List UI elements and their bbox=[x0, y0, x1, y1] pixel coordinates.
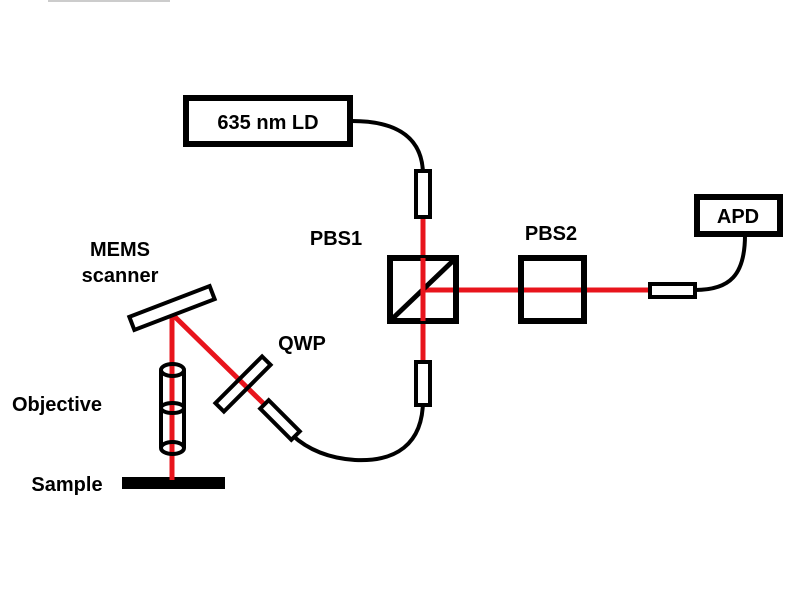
mems-mirror bbox=[126, 283, 218, 333]
pbs2-label: PBS2 bbox=[525, 223, 577, 245]
fiber-collimator-bottom bbox=[414, 360, 432, 407]
fiber-pbs1-to-scanner bbox=[290, 399, 425, 463]
qwp-label: QWP bbox=[278, 333, 326, 355]
pbs2-cube bbox=[518, 255, 587, 324]
laser-label: 635 nm LD bbox=[217, 112, 318, 134]
fiber-collimator-apd bbox=[648, 282, 697, 299]
apd-box bbox=[694, 194, 783, 237]
fiber-collimator-scanner bbox=[257, 397, 303, 443]
laser-diode-box bbox=[183, 95, 353, 147]
sample-stage bbox=[122, 477, 225, 489]
fiber-collimator-top bbox=[414, 169, 432, 219]
apd-label: APD bbox=[717, 206, 759, 228]
pbs1-label: PBS1 bbox=[310, 228, 362, 250]
objective-label: Objective bbox=[12, 394, 102, 416]
mems-label-line1: MEMS bbox=[90, 239, 150, 261]
objective-lens bbox=[159, 362, 186, 456]
fiber-to-apd bbox=[694, 234, 747, 292]
sample-label: Sample bbox=[31, 474, 102, 496]
quarter-wave-plate bbox=[212, 353, 274, 415]
mems-label-line2: scanner bbox=[82, 265, 159, 287]
fiber-ld-to-pbs1 bbox=[351, 119, 425, 176]
